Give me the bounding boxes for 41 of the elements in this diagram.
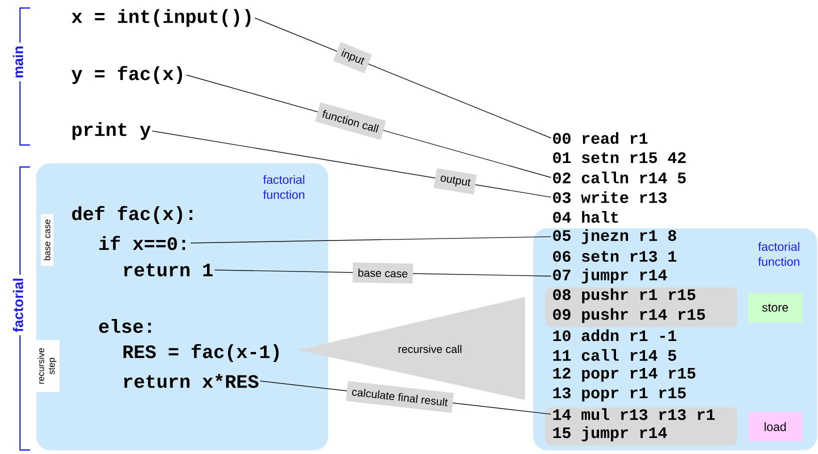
edge-label: output [434,168,477,194]
assembly-line: 12 popr r14 r15 [553,368,696,382]
assembly-line: 00 read r1 [553,132,648,144]
assembly-line: 01 setn r15 42 [553,152,686,164]
code-line: return x*RES [124,374,258,388]
tag-box: load [748,412,802,442]
connector-line [190,236,552,244]
section-label: factorial [10,274,26,336]
section-label: main [10,42,26,82]
assembly-line: 11 call r14 5 [553,349,676,361]
assembly-line: 09 pushr r14 r15 [553,308,705,324]
section-label: base case [40,214,54,266]
highlight-box [545,407,738,446]
assembly-line: 05 jnezn r1 8 [553,229,676,244]
tag-box: store [748,293,802,322]
assembly-line: 08 pushr r1 r15 [553,288,696,304]
assembly-line: 02 calln r14 5 [553,172,686,184]
code-line: RES = fac(x-1) [123,344,279,362]
edge-label: base case [352,262,414,284]
code-line: def fac(x): [72,206,192,224]
code-line: print y [72,122,151,140]
edge-label: input [333,42,372,74]
assembly-line: 06 setn r13 1 [553,250,676,262]
assembly-line: 03 write r13 [553,191,667,204]
code-line: y = fac(x) [72,66,182,84]
connector-line [152,130,552,198]
assembly-line: 14 mul r13 r13 r1 [553,408,715,420]
code-line: else: [99,319,151,333]
assembly-line: 07 jumpr r14 [553,268,667,284]
assembly-line: 10 addn r1 -1 [553,329,676,342]
edge-label: calculate final result [346,380,454,413]
section-label: recursive step [34,340,60,392]
assembly-line: 04 halt [553,211,618,223]
assembly-line: 13 popr r1 r15 [553,387,686,402]
code-line: return 1 [124,264,213,276]
highlight-box [545,287,738,328]
edge-label: function call [315,102,386,140]
connector-line [254,18,552,138]
assembly-line: 15 jumpr r14 [553,426,667,442]
code-line: if x==0: [99,236,186,250]
code-line: x = int(input()) [72,9,250,27]
